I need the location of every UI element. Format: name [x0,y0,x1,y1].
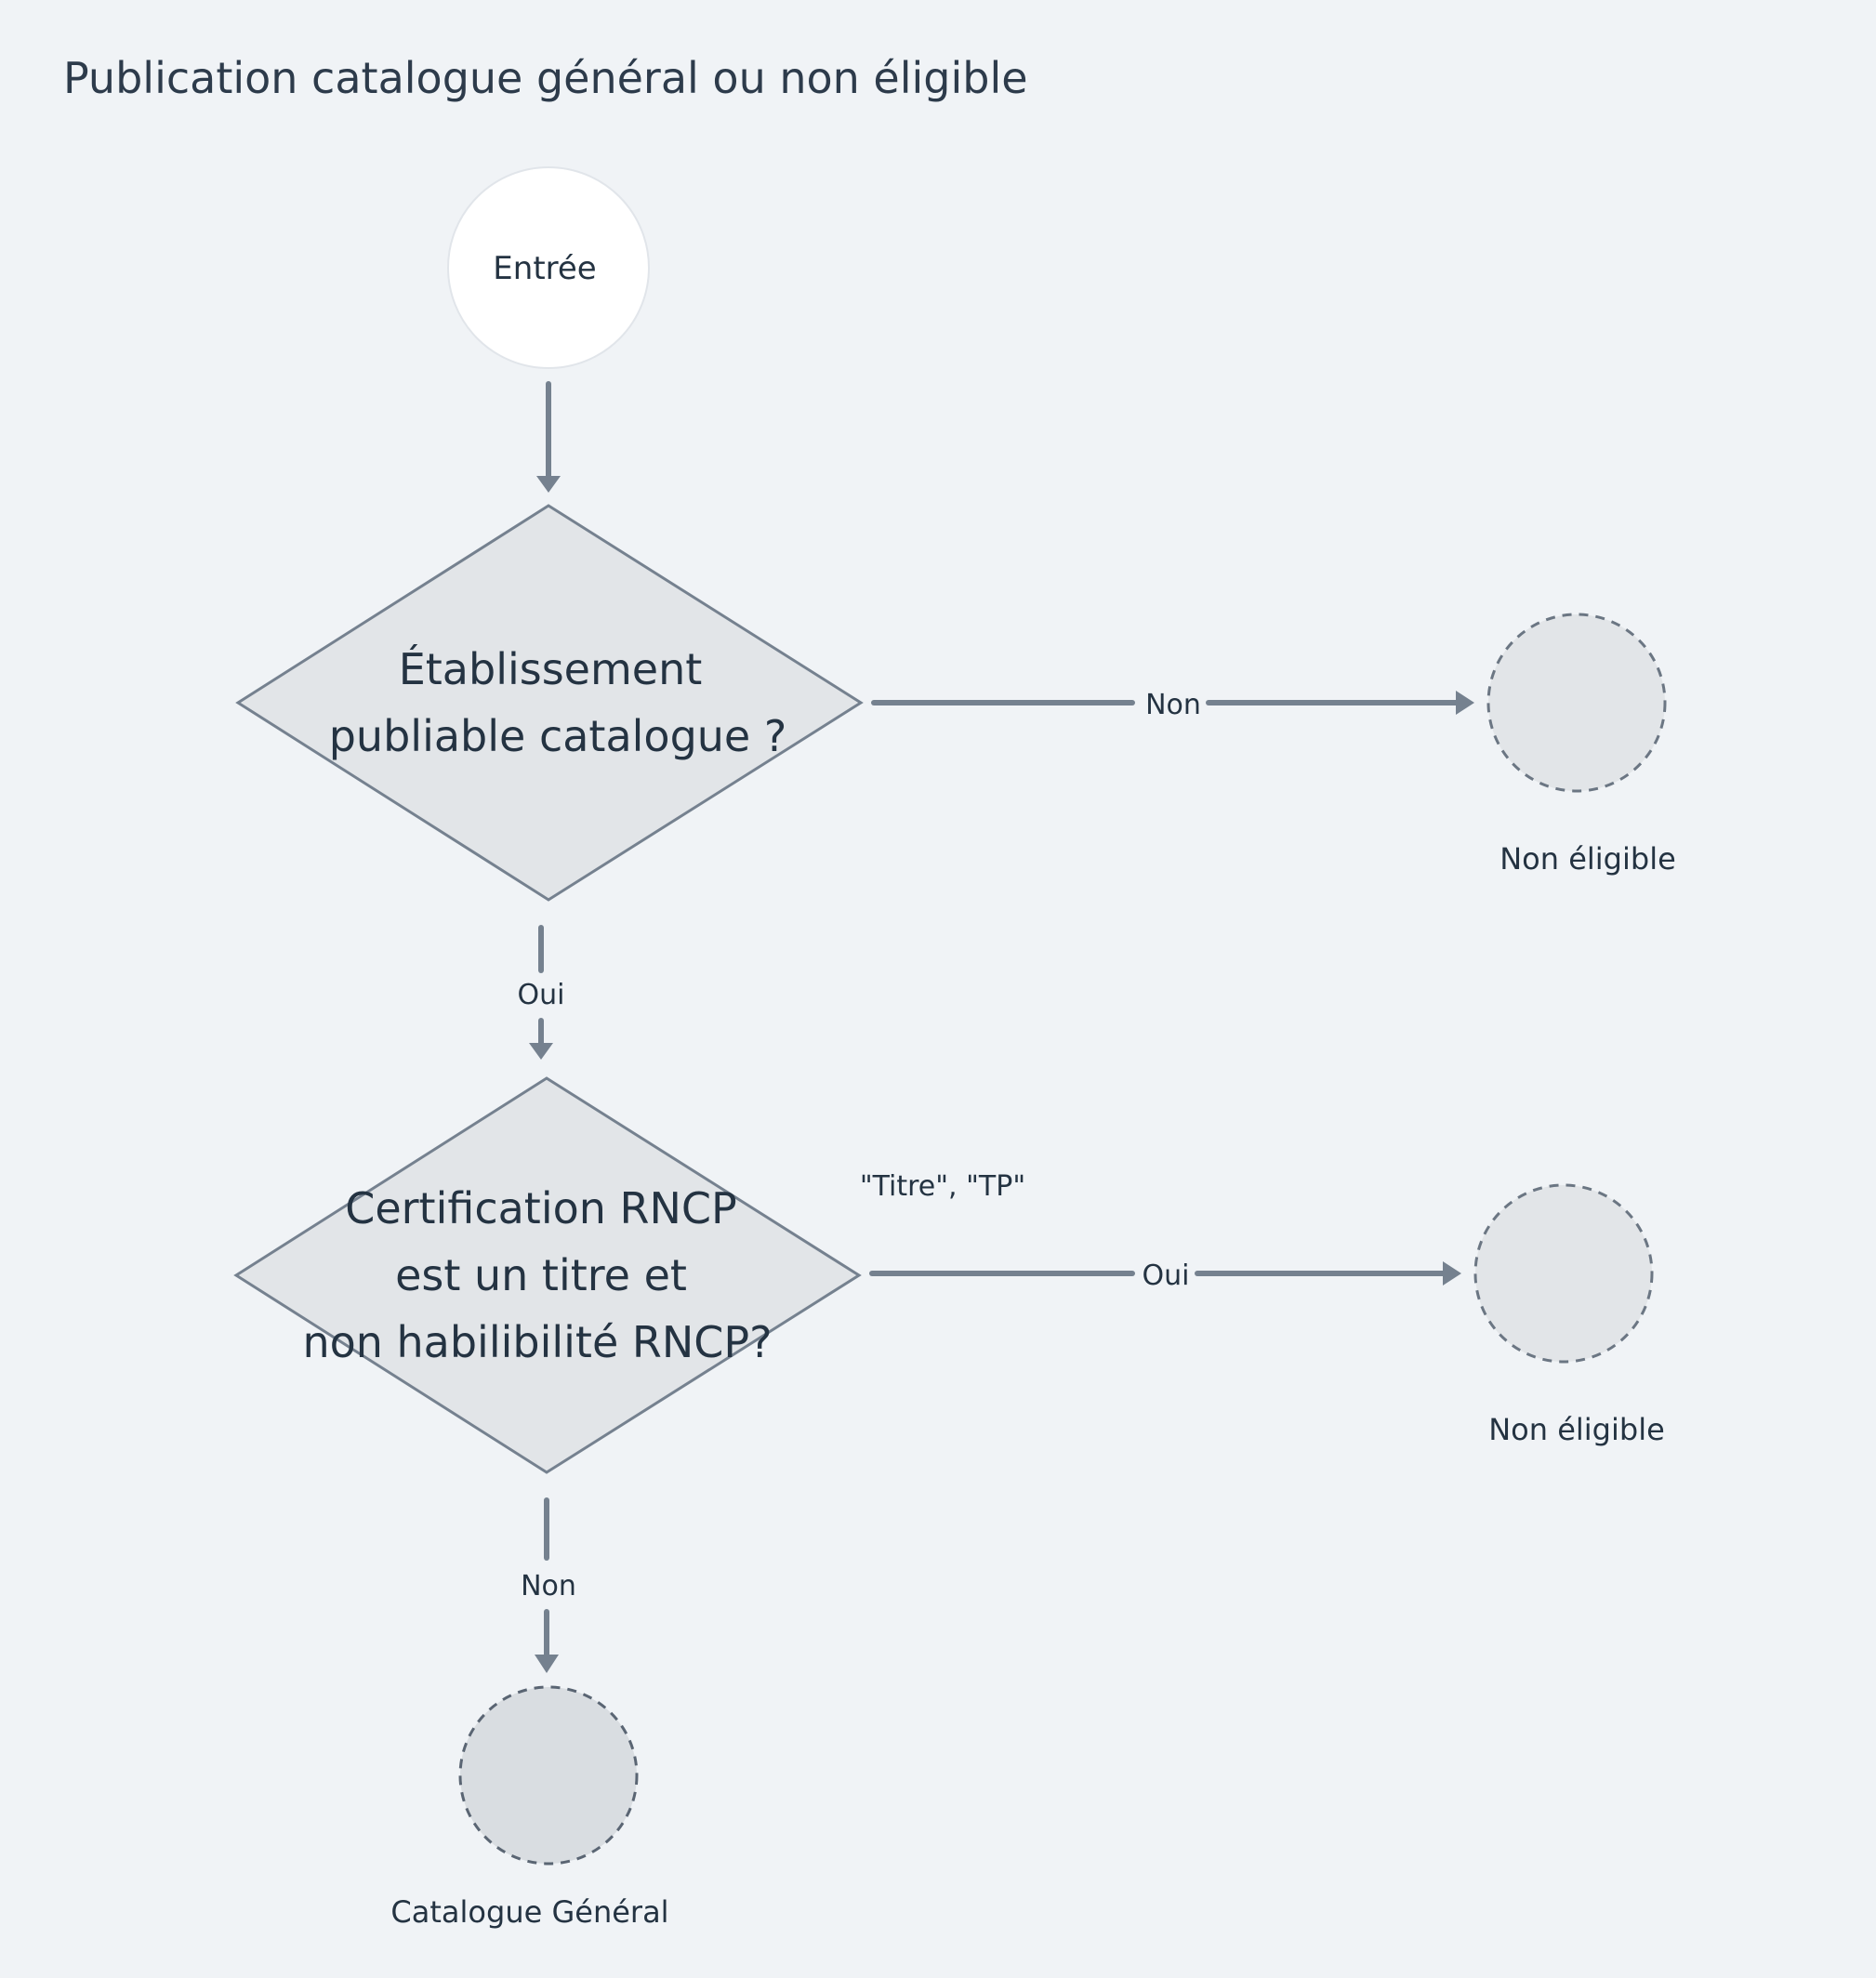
decision-1-line-2: publiable catalogue ? [329,711,787,761]
edge-label-decision-1-no: Non [1145,689,1201,721]
edge-label-decision-2-yes: Oui [1143,1259,1190,1292]
decision-2-diamond[interactable] [233,1076,862,1474]
start-node[interactable] [447,166,650,369]
end-node-non-eligible-1-label: Non éligible [1499,841,1676,877]
arrowhead-decision-1-yes [529,1043,553,1060]
end-node-catalogue-general-label: Catalogue Général [390,1894,668,1930]
arrowhead-decision-1-no [1456,691,1474,715]
edge-label-decision-1-yes: Oui [518,979,565,1011]
end-node-catalogue-general[interactable] [458,1685,639,1866]
decision-1-line-1: Établissement [399,644,703,694]
edge-annotation-titre-tp: "Titre", "TP" [860,1170,1025,1203]
decision-1-diamond[interactable] [235,504,864,902]
arrowhead-start-to-decision-1 [536,476,561,493]
arrowhead-decision-2-no [535,1655,559,1673]
decision-2-line-3: non habilibilité RNCP? [302,1317,772,1367]
end-node-non-eligible-1[interactable] [1486,613,1667,793]
decision-2-line-2: est un titre et [395,1250,687,1300]
edge-label-decision-2-no: Non [521,1570,576,1602]
end-node-non-eligible-2[interactable] [1473,1183,1654,1364]
arrowhead-decision-2-yes [1443,1261,1461,1286]
start-node-label: Entrée [493,250,596,287]
decision-2-line-1: Certification RNCP [345,1183,737,1233]
end-node-non-eligible-2-label: Non éligible [1488,1412,1665,1447]
diagram-title: Publication catalogue général ou non éli… [63,53,1028,103]
